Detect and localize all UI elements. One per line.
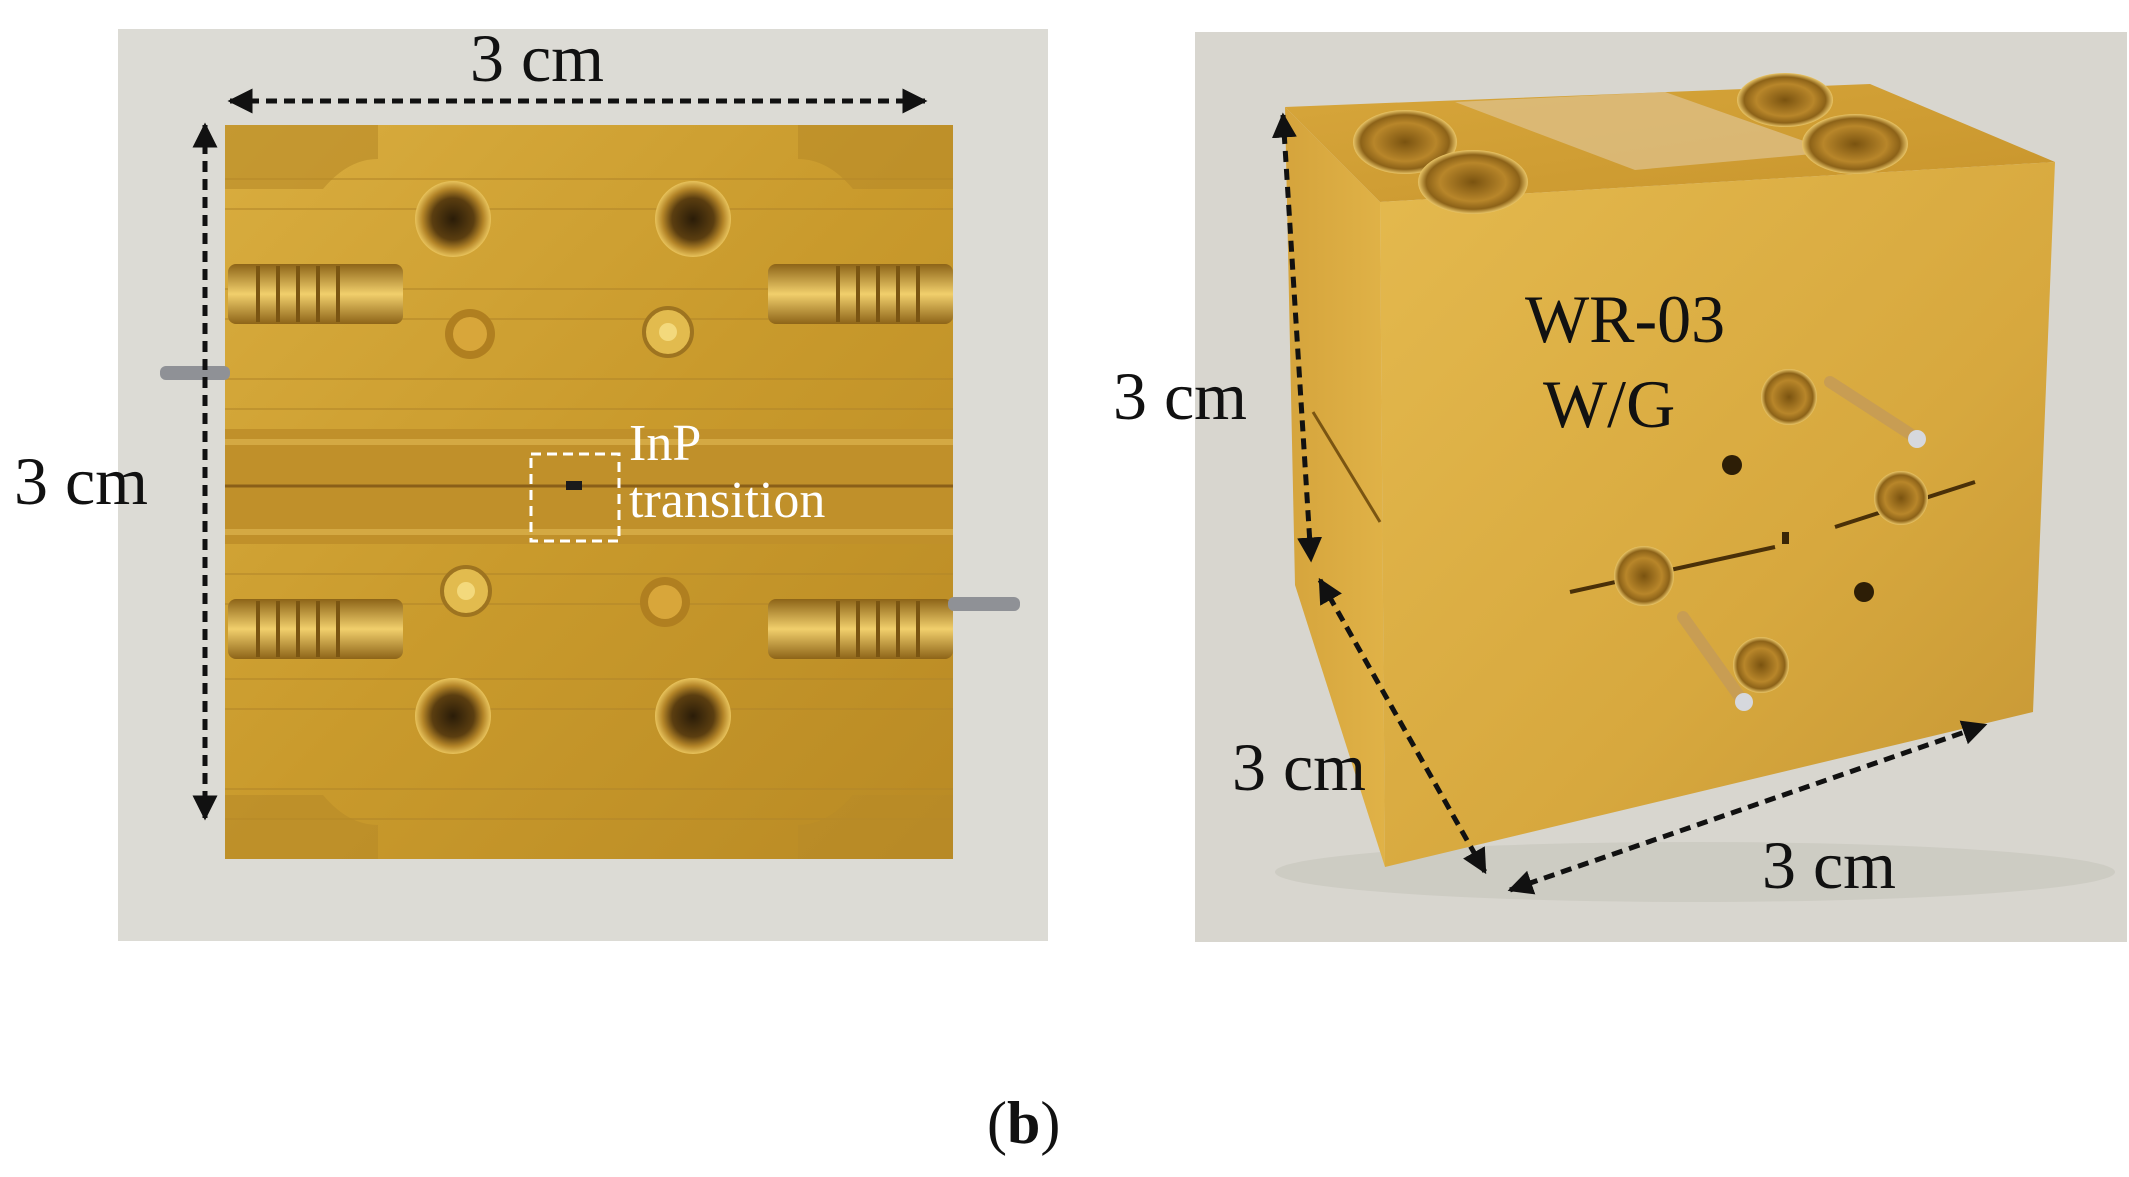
guide-pins — [1677, 376, 1926, 711]
caption-open-paren: ( — [987, 1090, 1007, 1156]
threaded-bores — [228, 264, 953, 659]
left-height-label: 3 cm — [14, 443, 149, 519]
screw-holes — [415, 181, 731, 754]
right-width-label: 3 cm — [1762, 827, 1897, 903]
right-depth-arrow — [1317, 577, 1488, 875]
split-block-illustration — [160, 125, 1020, 859]
cube-front-face — [1380, 162, 2055, 867]
right-depth-label: 3 cm — [1232, 729, 1367, 805]
waveguide-label-line2: W/G — [1543, 366, 1676, 442]
alignment-pins — [440, 306, 694, 617]
left-photo — [118, 29, 1048, 941]
front-holes — [1614, 369, 1928, 693]
callout-label-line2: transition — [629, 472, 826, 529]
caption-letter: b — [1006, 1090, 1041, 1156]
steel-pin-right — [948, 597, 1020, 611]
right-width-arrow — [1507, 720, 1988, 895]
caption-close-paren: ) — [1040, 1090, 1061, 1156]
inp-chip — [566, 481, 582, 490]
right-height-arrow — [1271, 112, 1323, 563]
panel-caption: (b) — [987, 1093, 1060, 1153]
callout-label-line1: InP — [629, 415, 702, 472]
top-holes — [1353, 73, 1908, 214]
right-height-label: 3 cm — [1113, 358, 1248, 434]
cube-illustration — [1275, 73, 2115, 902]
left-width-label: 3 cm — [470, 20, 605, 96]
waveguide-label-line1: WR-03 — [1525, 281, 1726, 357]
callout-box — [529, 452, 621, 543]
